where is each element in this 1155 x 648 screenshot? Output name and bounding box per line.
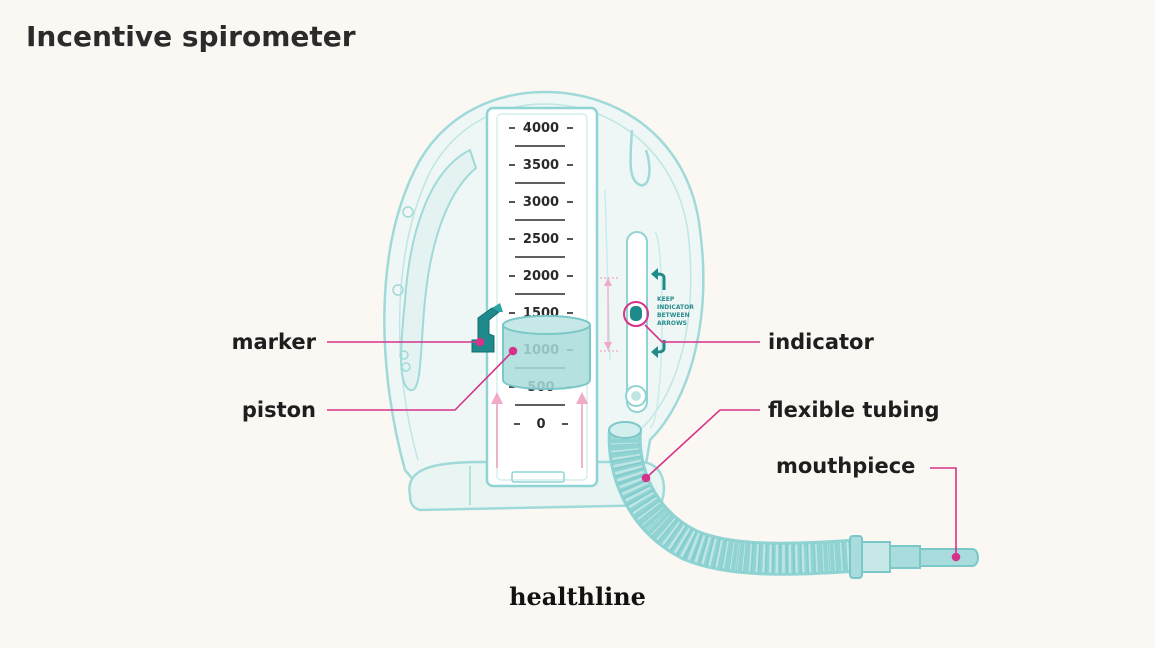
- indicator-leader: [644, 324, 760, 343]
- indicator-chamber: KEEP INDICATOR BETWEEN ARROWS: [600, 189, 694, 429]
- flexible-tubing: [607, 421, 852, 576]
- page-title: Incentive spirometer: [26, 20, 356, 53]
- scale-tick: 3000: [523, 195, 559, 210]
- indicator-note-line: KEEP: [657, 296, 675, 303]
- label-mouthpiece: mouthpiece: [776, 454, 915, 478]
- indicator-float: [630, 306, 642, 321]
- scale-tick: 3500: [523, 158, 559, 173]
- label-lines: [327, 324, 961, 562]
- scale-tick: 2500: [523, 232, 559, 247]
- scale-tick: 4000: [523, 121, 559, 136]
- indicator-note-line: ARROWS: [657, 320, 687, 327]
- scale-tick: 2000: [523, 269, 559, 284]
- piston-leader: [327, 351, 513, 411]
- indicator-note-line: INDICATOR: [657, 304, 694, 311]
- label-flexible-tubing: flexible tubing: [768, 398, 940, 422]
- range-guide: [600, 277, 620, 352]
- scale-tick: 0: [536, 417, 545, 432]
- brand-logo: healthline: [509, 582, 646, 611]
- mouthpiece: [849, 535, 979, 579]
- mouthpiece-leader: [930, 467, 957, 556]
- tubing-leader: [645, 409, 760, 479]
- piston: [502, 315, 591, 390]
- label-marker: marker: [232, 330, 317, 354]
- indicator-note-line: BETWEEN: [657, 312, 690, 319]
- airflow-arrows: [491, 392, 588, 468]
- label-indicator: indicator: [768, 330, 874, 354]
- label-piston: piston: [242, 398, 316, 422]
- handle: [400, 148, 478, 392]
